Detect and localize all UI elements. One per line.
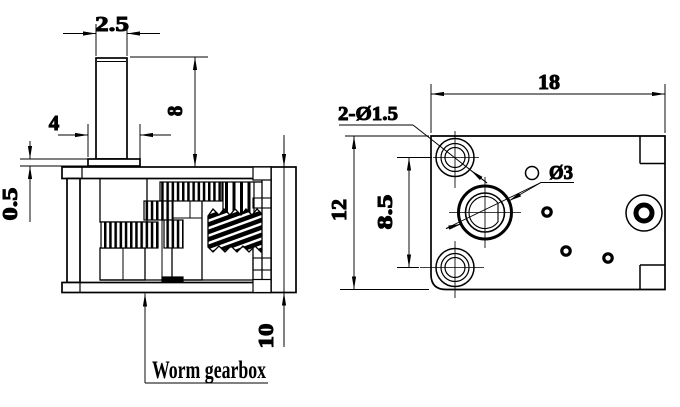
bottom-notch xyxy=(252,278,272,294)
dim-plate-height xyxy=(340,135,429,290)
mounting-holes-label: 2-Ø1.5 xyxy=(338,103,398,125)
end-plate xyxy=(270,166,297,294)
dim-hole-spacing xyxy=(397,157,432,268)
corner-steps xyxy=(639,136,665,290)
dim-hole-spacing-label: 8.5 xyxy=(373,195,397,230)
centerlines xyxy=(420,131,521,298)
mounting-hole-top xyxy=(435,137,475,178)
top-plate xyxy=(61,166,271,180)
dim-plate-width xyxy=(430,84,666,133)
spur-gear-3 xyxy=(100,221,159,249)
worm-wheel xyxy=(207,207,267,253)
spur-gear-4 xyxy=(163,219,184,249)
housing xyxy=(61,166,297,294)
dim-collar-thickness xyxy=(20,141,90,222)
dim-plate-width-label: 18 xyxy=(538,70,560,94)
bottom-plate xyxy=(61,281,271,294)
shaft xyxy=(95,57,128,160)
output-bore-label: Ø3 xyxy=(549,162,573,184)
top-notch xyxy=(252,166,272,181)
dim-plate-height-label: 12 xyxy=(327,199,351,221)
worm-gearbox-leader xyxy=(142,293,268,384)
hub-strip xyxy=(161,276,184,283)
dim-shaft-diameter-label: 2.5 xyxy=(95,12,129,36)
dim-collar-thickness-label: 0.5 xyxy=(0,188,22,221)
screw-hole-3 xyxy=(602,252,614,264)
worm-gearbox-label: Worm gearbox xyxy=(152,357,266,384)
mounting-hole-bottom xyxy=(435,247,475,288)
output-shaft xyxy=(87,57,141,167)
spur-gear-2 xyxy=(143,200,174,221)
inner-wall xyxy=(261,177,272,284)
screw-hole-2 xyxy=(560,245,572,257)
lower-step xyxy=(252,257,272,271)
leader-mounting-holes xyxy=(339,124,488,184)
bearing-hole xyxy=(625,194,663,232)
output-bore xyxy=(457,184,513,241)
pin-hole xyxy=(524,165,540,181)
dim-collar-width xyxy=(58,124,171,161)
d-flat-bore xyxy=(468,195,499,230)
left-wall xyxy=(66,177,81,284)
right-view-face: 18 12 8.5 2-Ø1.5 Ø3 xyxy=(327,70,666,298)
face-plate xyxy=(430,135,666,291)
dim-collar-width-label: 4 xyxy=(49,111,60,135)
upper-step xyxy=(252,197,272,209)
leader-output-bore xyxy=(445,182,574,230)
spur-gear-1 xyxy=(159,181,223,202)
screw-hole-1 xyxy=(541,206,553,218)
left-view-section: 2.5 8 4 0.5 10 xyxy=(0,12,297,384)
dim-body-height-label: 10 xyxy=(254,324,278,349)
dim-shaft-diameter xyxy=(63,24,160,56)
shaft-collar xyxy=(87,158,141,167)
output-shaft-column xyxy=(99,177,148,223)
gear-train xyxy=(100,181,267,283)
dim-shaft-height-label: 8 xyxy=(163,106,187,117)
dim-shaft-height xyxy=(130,56,208,167)
